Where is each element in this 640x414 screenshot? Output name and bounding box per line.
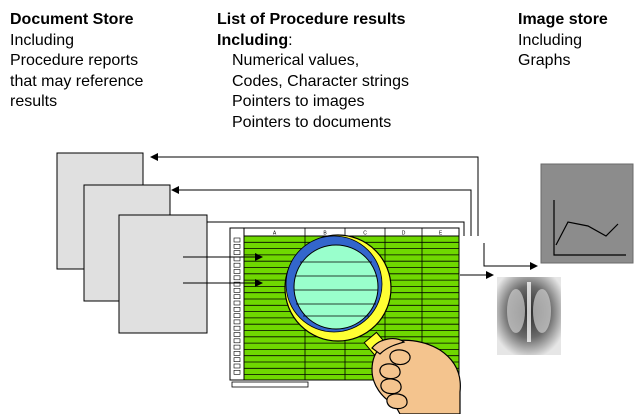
document-store-block: Document Store Including Procedure repor…: [10, 10, 143, 113]
hand-finger-2: [379, 363, 401, 380]
procedure-results-item-2: Codes, Character strings: [232, 72, 409, 90]
procedure-results-title: List of Procedure results: [217, 11, 406, 28]
image-store-line-1: Including: [518, 31, 583, 49]
spreadsheet-row-number: [233, 332, 241, 337]
document-store-line-2: Procedure reports: [10, 52, 139, 69]
document-store-line-1: Including: [10, 31, 75, 49]
result-link-arrows: [183, 253, 263, 287]
procedure-results-block: List of Procedure results Including: Num…: [217, 10, 409, 133]
spreadsheet-header-row: [243, 227, 460, 237]
spreadsheet-row-number: [233, 275, 241, 281]
procedure-results-subtitle: Including:: [217, 31, 409, 52]
spreadsheet-row-number: [233, 262, 241, 268]
document-page-3: [118, 214, 208, 334]
arrow-to-graph: [483, 243, 538, 270]
xray-image: [497, 277, 561, 355]
procedure-results-item-3: Pointers to images: [232, 93, 365, 110]
xray-spine: [527, 282, 531, 342]
arrow-to-document-2: [171, 186, 472, 236]
spreadsheet-row-number: [233, 325, 241, 331]
spreadsheet-scrollbar: [231, 381, 309, 388]
procedure-results-item-4: Pointers to documents: [232, 113, 392, 131]
spreadsheet-row-number: [233, 369, 241, 375]
spreadsheet-row-number: [233, 288, 241, 293]
lens-grid-lines: [294, 261, 378, 317]
spreadsheet-row-number: [233, 306, 241, 312]
graph-panel: [540, 163, 634, 264]
procedure-results-subtitle-bold: Including: [217, 31, 289, 49]
graph-line: [555, 221, 619, 246]
xray-lung-left: [507, 289, 525, 333]
document-store-line-3: that may reference: [10, 72, 144, 90]
arrow-to-document-1: [150, 153, 479, 236]
document-store-line-4: results: [10, 93, 58, 110]
spreadsheet-row-number: [233, 237, 241, 243]
image-store-title: Image store: [518, 11, 608, 28]
spreadsheet-column-header: B: [323, 231, 327, 237]
spreadsheet-row-number: [233, 250, 241, 255]
image-store-block: Image store Including Graphs: [518, 10, 608, 72]
lens-glass: [293, 244, 379, 330]
spreadsheet-row-number: [233, 281, 241, 287]
spreadsheet-row-number: [233, 319, 241, 325]
hand-thumb: [371, 338, 406, 355]
spreadsheet-row-number: [233, 294, 241, 300]
spreadsheet-column-header: D: [402, 231, 406, 237]
spreadsheet-column-header: C: [363, 231, 367, 237]
spreadsheet-row-number: [233, 357, 241, 363]
document-pointer-arrows: [150, 153, 479, 236]
hand-illustration: [371, 338, 461, 414]
graph-image: [540, 163, 634, 264]
spreadsheet-row-number: [233, 244, 241, 249]
spreadsheet-row-number: [233, 300, 241, 306]
spreadsheet-row-number: [233, 344, 241, 350]
spreadsheet-row-number: [233, 313, 241, 318]
arrow-to-document-3: [198, 218, 465, 236]
hand-finger-1: [389, 349, 411, 366]
spreadsheet-column-header: E: [439, 231, 443, 237]
image-pointer-arrows: [460, 243, 538, 279]
spreadsheet-row-number: [233, 269, 241, 274]
spreadsheet-row-number: [233, 363, 241, 369]
hand-finger-4: [386, 393, 408, 410]
spreadsheet-row-number: [233, 338, 241, 344]
spreadsheet-row-number: [233, 351, 241, 356]
document-store-title: Document Store: [10, 11, 134, 28]
graph-axes: [553, 200, 626, 256]
procedure-results-item-1: Numerical values,: [232, 52, 360, 69]
spreadsheet-column-header: A: [273, 231, 277, 237]
hand-finger-3: [380, 378, 402, 395]
image-store-line-2: Graphs: [518, 52, 571, 69]
procedure-results-subtitle-colon: :: [288, 31, 293, 49]
xray-lung-right: [533, 289, 551, 333]
